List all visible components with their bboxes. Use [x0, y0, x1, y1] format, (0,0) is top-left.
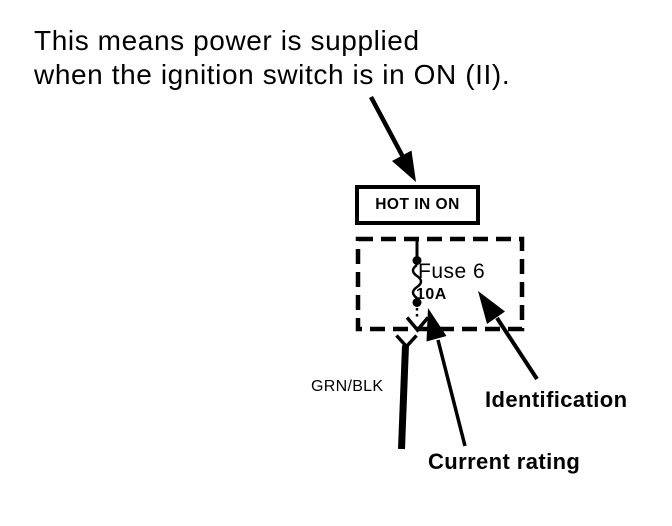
hot-in-on-label: HOT IN ON [375, 196, 460, 213]
note-pointer-arrow-icon [369, 95, 416, 182]
fuse-name-label: Fuse 6 [418, 260, 486, 283]
wire-connector-icon [395, 334, 418, 450]
fuse-terminal-dot-top [412, 256, 422, 265]
connector-chevron-icon [405, 316, 430, 333]
fuse-element-icon [405, 240, 430, 333]
identification-pointer-arrow-icon [478, 291, 539, 381]
identification-callout-label: Identification [485, 387, 628, 412]
current-rating-callout-label: Current rating [428, 449, 581, 474]
hot-in-on-box: HOT IN ON [355, 185, 480, 225]
wire-line [398, 345, 409, 450]
fuse-rating-label: 10A [416, 286, 447, 303]
fuse-terminal-dot-bottom [412, 298, 422, 307]
note-text: This means power is supplied when the ig… [34, 24, 510, 92]
wire-color-label: GRN/BLK [311, 378, 384, 395]
current-rating-pointer-arrow-icon [426, 308, 467, 447]
note-line-2: when the ignition switch is in ON (II). [34, 59, 511, 90]
note-line-1: This means power is supplied [34, 25, 420, 56]
